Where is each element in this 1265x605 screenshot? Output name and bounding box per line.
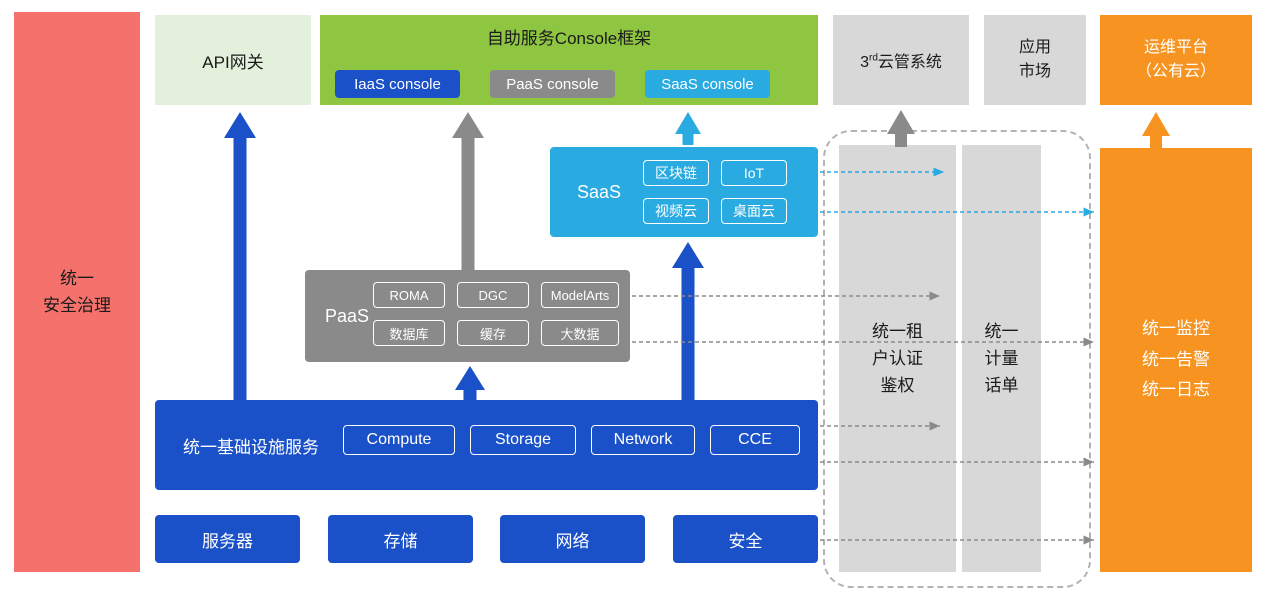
infra-chip-compute: Compute bbox=[343, 425, 455, 455]
tenant-auth-bar: 统一租 户认证 鉴权 bbox=[839, 145, 956, 572]
shared-services-dashed-group bbox=[823, 130, 1091, 588]
security-box: 安全 bbox=[673, 515, 818, 563]
saas-label: SaaS bbox=[576, 181, 622, 202]
infra-chip-network: Network bbox=[591, 425, 695, 455]
om-platform-box: 运维平台 （公有云） bbox=[1100, 15, 1252, 105]
paas-chip-cache: 缓存 bbox=[457, 320, 529, 346]
arrow-saas-to-console bbox=[675, 112, 701, 145]
console-framework-title: 自助服务Console框架 bbox=[486, 28, 652, 48]
arrow-infra-to-paas bbox=[455, 366, 485, 400]
server-box: 服务器 bbox=[155, 515, 300, 563]
monitoring-box: 统一监控 统一告警 统一日志 bbox=[1100, 148, 1252, 572]
arrow-infra-to-saas bbox=[672, 242, 704, 400]
infra-chip-cce: CCE bbox=[710, 425, 800, 455]
network-box: 网络 bbox=[500, 515, 645, 563]
paas-chip-dgc: DGC bbox=[457, 282, 529, 308]
arrow-infra-to-api-gateway bbox=[224, 112, 256, 400]
third-party-cloud-mgmt-box: 3rd云管系统 bbox=[833, 15, 969, 105]
saas-box: SaaS 区块链 IoT 视频云 桌面云 bbox=[550, 147, 818, 237]
api-gateway-box: API网关 bbox=[155, 15, 311, 105]
security-governance-bar: 统一 安全治理 bbox=[14, 12, 140, 572]
app-market-box: 应用 市场 bbox=[984, 15, 1086, 105]
paas-chip-modelarts: ModelArts bbox=[541, 282, 619, 308]
infrastructure-label: 统一基础设施服务 bbox=[183, 437, 319, 457]
paas-label: PaaS bbox=[324, 305, 370, 326]
third-party-label: 3rd云管系统 bbox=[860, 52, 942, 71]
infra-chip-storage: Storage bbox=[470, 425, 576, 455]
saas-chip-desktop-cloud: 桌面云 bbox=[721, 198, 787, 224]
saas-chip-blockchain: 区块链 bbox=[643, 160, 709, 186]
paas-chip-roma: ROMA bbox=[373, 282, 445, 308]
saas-chip-video-cloud: 视频云 bbox=[643, 198, 709, 224]
paas-console-badge: PaaS console bbox=[490, 70, 615, 98]
arrow-paas-to-console bbox=[452, 112, 484, 270]
storage-box: 存储 bbox=[328, 515, 473, 563]
paas-chip-database: 数据库 bbox=[373, 320, 445, 346]
arrow-monitor-to-om-platform bbox=[1142, 112, 1170, 150]
saas-chip-iot: IoT bbox=[721, 160, 787, 186]
paas-chip-bigdata: 大数据 bbox=[541, 320, 619, 346]
metering-billing-bar: 统一 计量 话单 bbox=[962, 145, 1041, 572]
paas-box: PaaS ROMA DGC ModelArts 数据库 缓存 大数据 bbox=[305, 270, 630, 362]
saas-console-badge: SaaS console bbox=[645, 70, 770, 98]
infrastructure-box: 统一基础设施服务 Compute Storage Network CCE bbox=[155, 400, 818, 490]
iaas-console-badge: IaaS console bbox=[335, 70, 460, 98]
console-framework-box: 自助服务Console框架 IaaS console PaaS console … bbox=[320, 15, 818, 105]
